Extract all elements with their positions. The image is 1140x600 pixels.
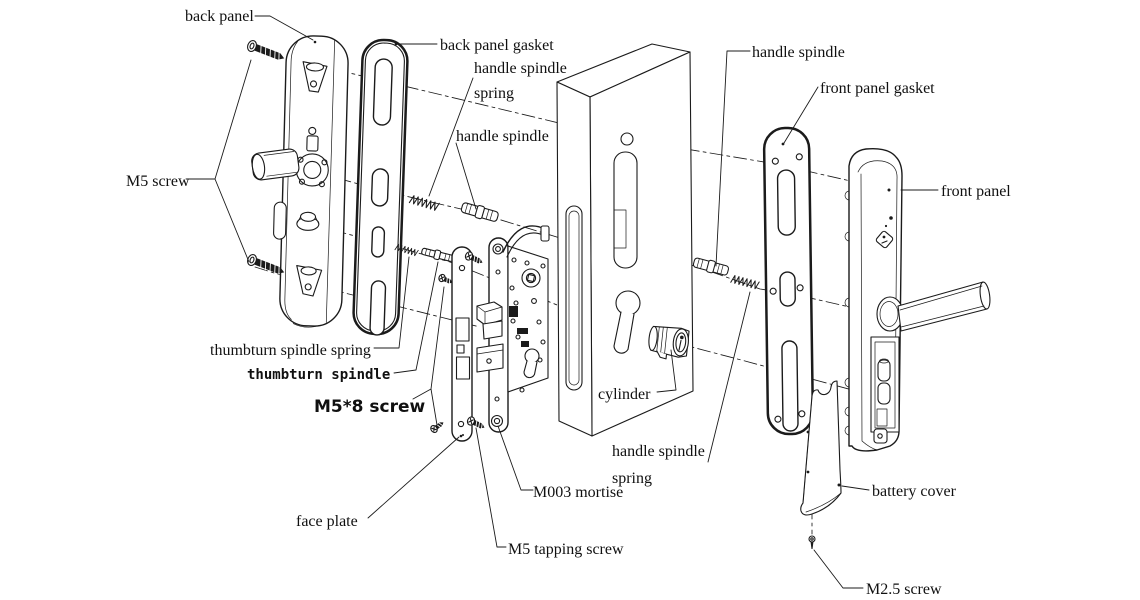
label-thumbturn-spindle: thumbturn spindle [247,367,390,383]
thumbturn-spindle-part [420,245,455,264]
m003-mortise-part [476,225,550,433]
face-plate-part [451,246,473,442]
handle-spindle-right-part [691,255,731,278]
label-m5-tapping-screw: M5 tapping screw [508,541,624,558]
m5-screw-top [245,38,287,65]
battery-cover-part [800,380,842,516]
handle-spindle-spring-left [408,194,440,212]
handle-spindle-spring-right-part [730,274,760,290]
label-front-panel-gasket: front panel gasket [820,80,935,97]
back-panel-part [251,35,349,328]
label-handle-spindle-left: handle spindle [456,128,549,145]
label-m5-screw: M5 screw [126,173,190,190]
m2-5-screw-part [808,535,816,549]
leader-lines [185,15,939,589]
label-handle-spindle-right: handle spindle [752,44,845,61]
label-handle-spindle-spring-upper-2: spring [474,85,514,102]
cylinder-part [648,325,690,360]
back-panel-gasket-part [352,38,409,336]
label-handle-spindle-spring-right-2: spring [612,470,652,487]
label-cylinder: cylinder [598,386,651,403]
label-back-panel: back panel [185,8,254,25]
door-part [556,43,694,437]
label-front-panel: front panel [941,183,1011,200]
label-handle-spindle-spring-upper-1: handle spindle [474,60,567,77]
label-m2-5-screw: M2.5 screw [866,581,942,598]
label-handle-spindle-spring-right-1: handle spindle [612,443,705,460]
label-m5x8-screw: M5*8 screw [314,397,425,417]
front-panel-part [844,147,991,452]
label-face-plate: face plate [296,513,358,530]
label-thumbturn-spindle-spring: thumbturn spindle spring [210,342,371,359]
label-m003-mortise: M003 mortise [533,484,623,501]
front-panel-gasket-part [762,126,815,436]
card-reader-icon [875,216,894,249]
m5x8-screw-bottom [428,418,447,435]
handle-spindle-left-part [459,200,500,224]
labels: back panel back panel gasket handle spin… [126,8,1011,598]
label-battery-cover: battery cover [872,483,957,500]
label-back-panel-gasket: back panel gasket [440,37,554,54]
